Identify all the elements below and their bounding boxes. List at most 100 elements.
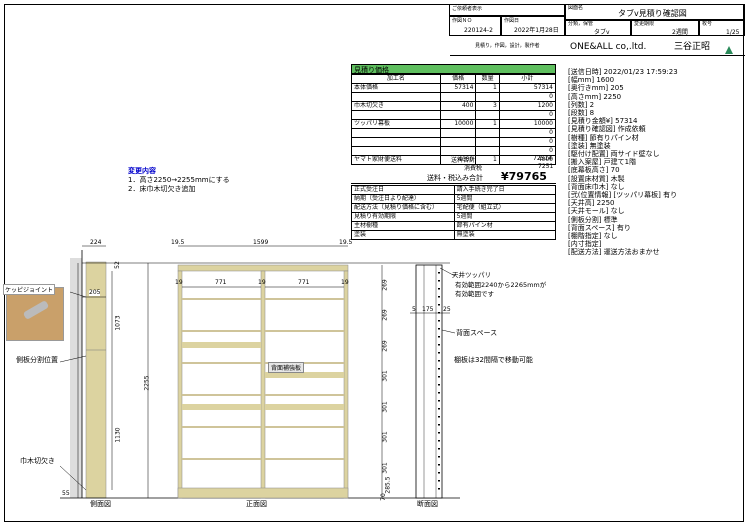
section-height-dim: 269	[381, 279, 389, 291]
spec-line: [段数] 8	[568, 109, 595, 118]
shelf-board	[265, 298, 344, 300]
front-top-board	[177, 264, 349, 272]
spec-line: [搬入案屋] 戸建て1階	[568, 158, 637, 167]
grand-label: 送料・税込み合計	[427, 174, 483, 182]
shelf-pin-hole	[438, 328, 440, 330]
shelf-pin-hole	[438, 480, 440, 482]
dim-bay-771a: 771	[215, 279, 227, 286]
side-view-label: 側面図	[90, 500, 111, 508]
header-approval-cell: ご依頼者表示	[449, 4, 565, 16]
section-height-dim: 285.5	[384, 476, 392, 494]
change-item-1: 1．高さ2250→2255mmにする	[128, 176, 230, 184]
spec-line: [背面スペース] 有り	[568, 223, 631, 232]
dim-top-right: 19.5	[339, 239, 353, 246]
spec-line: [弐(位置情報] [ツッパリ幕板] 有り	[568, 191, 678, 200]
drawing-date: 2022年1月28日	[514, 27, 559, 34]
header-category-cell: 分類，保管 タブv	[565, 20, 631, 36]
shelf-board	[265, 330, 344, 332]
change-label: 変更期限	[634, 21, 655, 27]
shelf-pin-hole	[438, 272, 440, 274]
shelf-pin-hole	[438, 488, 440, 490]
spec-line: [内寸指定]	[568, 240, 602, 249]
dim-upper-1073: 1073	[114, 315, 122, 331]
spec-line: [塗装] 無塗装	[568, 141, 611, 150]
shelf-pin-hole	[438, 416, 440, 418]
spec-line: [天井高] 2250	[568, 199, 615, 208]
order-info-table: 正式受注日請入手続き完了日納期（受注日より配達）5週間配送方法（見積り価格に含む…	[351, 185, 557, 240]
dim-sec-175: 175	[422, 306, 434, 313]
shelf-pin-hole	[438, 392, 440, 394]
section-view-label: 断面図	[417, 500, 438, 508]
header-period-cell: 変更期限 2週間	[631, 20, 699, 36]
shelf-pin-hole	[438, 384, 440, 386]
side-split-label: 側板分割位置	[16, 356, 58, 364]
shelf-pin-hole	[438, 280, 440, 282]
spec-line: [背面床巾木] なし	[568, 182, 625, 191]
shelf-pin-hole	[438, 296, 440, 298]
shelf-board	[182, 426, 261, 428]
shelf-pin-hole	[438, 456, 440, 458]
order-info-value: 無塗装	[453, 230, 557, 240]
drawing-name: タブv見積り確認図	[618, 9, 687, 18]
spec-line: [見積り確認図] 作成依頼	[568, 125, 646, 134]
shelf-board	[265, 362, 344, 364]
section-height-dim: 269	[381, 309, 389, 321]
shelf-pin-hole	[438, 424, 440, 426]
section-height-dim: 301	[381, 431, 389, 443]
shelf-board	[182, 394, 261, 396]
shelf-pin-hole	[438, 288, 440, 290]
spec-line: [送信日時] 2022/01/23 17:59:23	[568, 68, 678, 76]
shelf-note-label: 棚板は32間隔で移動可能	[454, 356, 533, 364]
dim-panel-19b: 19	[258, 279, 266, 286]
spec-line: [底幕板高さ] 70	[568, 166, 620, 175]
spec-line: [天井モール] なし	[568, 207, 625, 216]
header-name-cell: 図面名 タブv見積り確認図	[565, 4, 745, 20]
section-height-dim: 301	[381, 462, 389, 474]
spec-line: [見積り金額¥] 57314	[568, 117, 638, 126]
dim-total-2255: 2255	[143, 375, 151, 391]
shelf-board	[182, 458, 261, 460]
shelf-board	[265, 426, 344, 428]
role-line: 見積り，作図，設計，製作者	[475, 43, 540, 49]
section-panel	[415, 264, 443, 499]
back-reinforcement-right-2	[265, 404, 344, 410]
dim-bay-771b: 771	[298, 279, 310, 286]
spec-line: [設置床材質] 木製	[568, 174, 625, 183]
dim-side-depth: 205	[89, 289, 101, 296]
section-holes	[438, 272, 440, 490]
change-item-2: 2．床巾木切欠き追加	[128, 185, 196, 193]
shelf-pin-hole	[438, 368, 440, 370]
spec-line: [列数] 2	[568, 100, 595, 109]
tax-value: 7251	[538, 163, 554, 170]
back-reinforcement-label: 背面補強板	[268, 362, 305, 373]
shelf-pin-hole	[438, 448, 440, 450]
back-reinforcement-left	[182, 342, 261, 348]
tax-label: 消費税	[464, 165, 483, 172]
section-height-dim: 269	[381, 340, 389, 352]
dim-sec-25: 25	[443, 306, 451, 313]
shelf-pin-hole	[438, 352, 440, 354]
ceiling-brace-label: 天井ツッパリ	[452, 271, 491, 279]
shelf-pin-hole	[438, 376, 440, 378]
shelf-board	[265, 394, 344, 396]
spec-line: [駆付け配置] 両サイド壁なし	[568, 150, 660, 159]
drawing-name-label: 図面名	[568, 5, 584, 11]
dim-panel-19a: 19	[175, 279, 183, 286]
shelf-pin-hole	[438, 440, 440, 442]
header-divider	[450, 55, 745, 56]
total-label: 送料合計	[451, 157, 476, 164]
shelf-pin-hole	[438, 472, 440, 474]
spec-line: [側板分割] 標準	[568, 215, 618, 224]
category: タブv	[594, 29, 610, 36]
dim-inner-1599: 1599	[253, 239, 269, 246]
spec-line: [幅mm] 1600	[568, 76, 615, 85]
section-height-dim: 301	[381, 401, 389, 413]
dim-base-55: 55	[62, 490, 70, 497]
shelf-pin-hole	[438, 320, 440, 322]
estimate-cell-qty: 1	[475, 155, 500, 165]
shelf-pin-hole	[438, 344, 440, 346]
shelf-pin-hole	[438, 432, 440, 434]
